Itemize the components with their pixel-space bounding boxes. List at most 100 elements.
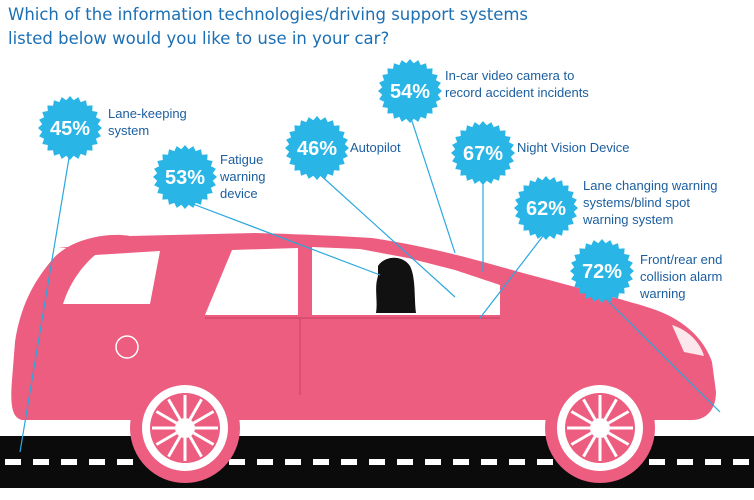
road-dash bbox=[117, 459, 133, 465]
label-line: warning bbox=[219, 169, 266, 184]
wheel-spoke bbox=[603, 398, 618, 421]
label-line: warning system bbox=[582, 212, 673, 227]
badge-value-lane_changing: 62% bbox=[526, 198, 566, 220]
label-fatigue: Fatigue warning device bbox=[219, 152, 266, 201]
car-icon bbox=[11, 233, 717, 483]
driver-silhouette-icon bbox=[376, 257, 416, 313]
wheel-spoke bbox=[582, 435, 597, 458]
scalloped-badge-icon bbox=[285, 116, 349, 180]
label-line: collision alarm bbox=[640, 269, 722, 284]
label-line: system bbox=[108, 123, 149, 138]
wheel-spoke bbox=[192, 431, 215, 446]
badge-value-autopilot: 46% bbox=[297, 138, 337, 160]
door-line bbox=[205, 317, 500, 395]
question-title: Which of the information technologies/dr… bbox=[8, 3, 568, 51]
label-collision: Front/rear end collision alarm warning bbox=[639, 252, 722, 301]
label-line: Front/rear end bbox=[640, 252, 722, 267]
connector-line-collision bbox=[601, 294, 721, 413]
road-dash bbox=[61, 459, 77, 465]
badge-night_vision: 67% bbox=[451, 121, 515, 185]
road-dash bbox=[425, 459, 441, 465]
car-window-middle bbox=[205, 248, 298, 315]
badges: 45% Lane-keeping system 53% Fatigue warning de… bbox=[38, 59, 722, 303]
scalloped-badge-icon bbox=[378, 59, 442, 123]
badge-value-night_vision: 67% bbox=[463, 143, 503, 165]
wheel-spoke bbox=[188, 435, 203, 458]
badge-value-fatigue: 53% bbox=[165, 167, 205, 189]
question-line-2: listed below would you like to use in yo… bbox=[8, 29, 390, 48]
label-video_camera: In-car video camera to record accident in… bbox=[445, 68, 589, 100]
label-line: device bbox=[220, 186, 258, 201]
road-dash bbox=[33, 459, 49, 465]
badge-lane_keeping: 45% bbox=[38, 96, 102, 160]
pillar bbox=[298, 246, 312, 318]
label-line: Fatigue bbox=[220, 152, 263, 167]
scalloped-badge-icon bbox=[451, 121, 515, 185]
label-line: Lane-keeping bbox=[108, 106, 187, 121]
connector-line-video_camera bbox=[409, 114, 456, 254]
label-line: Night Vision Device bbox=[517, 140, 629, 155]
front-wheel bbox=[545, 373, 655, 483]
road-dash bbox=[257, 459, 273, 465]
connector-line-lane_keeping bbox=[19, 151, 71, 453]
wheel-spoke bbox=[582, 398, 597, 421]
road-dash bbox=[705, 459, 721, 465]
question-line-1: Which of the information technologies/dr… bbox=[8, 5, 529, 24]
rear-wheel bbox=[130, 373, 240, 483]
wheel-spoke bbox=[570, 431, 593, 446]
road-dash bbox=[537, 459, 553, 465]
label-line: Lane changing warning bbox=[583, 178, 717, 193]
label-line: In-car video camera to bbox=[445, 68, 574, 83]
badge-value-video_camera: 54% bbox=[390, 81, 430, 103]
road-dash bbox=[341, 459, 357, 465]
label-line: Autopilot bbox=[350, 140, 401, 155]
road-dash bbox=[369, 459, 385, 465]
badge-collision: 72% bbox=[570, 239, 634, 303]
scalloped-badge-icon bbox=[514, 176, 578, 240]
wheel-spoke bbox=[603, 435, 618, 458]
wheel-spoke bbox=[155, 410, 178, 425]
connector-lines bbox=[19, 114, 721, 453]
label-lane_keeping: Lane-keeping system bbox=[108, 106, 187, 138]
headlight bbox=[672, 325, 704, 356]
scalloped-badge-icon bbox=[570, 239, 634, 303]
wheel-spoke bbox=[167, 435, 182, 458]
badge-lane_changing: 62% bbox=[514, 176, 578, 240]
connector-line-fatigue bbox=[184, 200, 381, 276]
road-dash bbox=[509, 459, 525, 465]
wheel-spoke bbox=[570, 410, 593, 425]
scalloped-badge-icon bbox=[153, 145, 217, 209]
label-night_vision: Night Vision Device bbox=[517, 140, 629, 155]
badge-value-collision: 72% bbox=[582, 261, 622, 283]
connector-line-lane_changing bbox=[479, 231, 547, 319]
road-dash bbox=[733, 459, 749, 465]
connector-line-autopilot bbox=[316, 171, 456, 298]
wheel-spoke bbox=[607, 410, 630, 425]
label-autopilot: Autopilot bbox=[350, 140, 401, 155]
badge-video_camera: 54% bbox=[378, 59, 442, 123]
wheel-spoke bbox=[192, 410, 215, 425]
wheel-spoke bbox=[155, 431, 178, 446]
road-dash bbox=[481, 459, 497, 465]
label-line: warning bbox=[639, 286, 686, 301]
road-dash bbox=[677, 459, 693, 465]
label-line: record accident incidents bbox=[445, 85, 589, 100]
road-dash bbox=[397, 459, 413, 465]
road-dash bbox=[5, 459, 21, 465]
road-dash bbox=[229, 459, 245, 465]
badge-fatigue: 53% bbox=[153, 145, 217, 209]
road-dash bbox=[313, 459, 329, 465]
wheel-spoke bbox=[607, 431, 630, 446]
road-dash bbox=[89, 459, 105, 465]
scalloped-badge-icon bbox=[38, 96, 102, 160]
road-dash bbox=[649, 459, 665, 465]
badge-autopilot: 46% bbox=[285, 116, 349, 180]
road-dash bbox=[285, 459, 301, 465]
road-dash bbox=[453, 459, 469, 465]
fuel-cap bbox=[115, 335, 139, 359]
roof-rack bbox=[58, 235, 210, 248]
wheel-spoke bbox=[167, 398, 182, 421]
badge-value-lane_keeping: 45% bbox=[50, 118, 90, 140]
